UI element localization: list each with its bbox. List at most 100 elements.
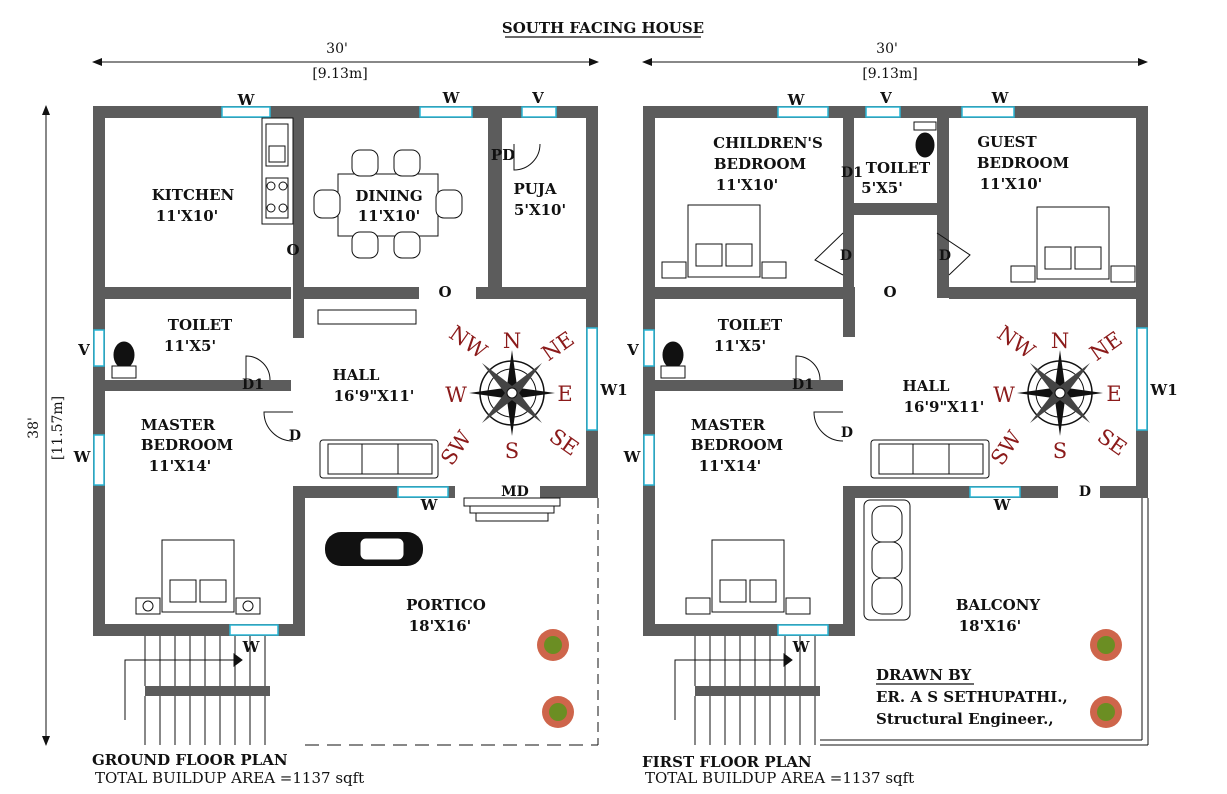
width-m-label: [9.13m] — [862, 66, 917, 82]
ground-opening-labels: W W V PD O O V D1 D W W1 W MD W — [73, 89, 628, 656]
balcony-boundary — [820, 498, 1149, 746]
engineer-role: Structural Engineer., — [876, 710, 1054, 728]
window1-label: W1 — [1149, 381, 1177, 399]
ground-floor-plan: KITCHEN 11'X10' DINING 11'X10' PUJA 5'X1… — [73, 89, 628, 787]
compass-se: SE — [545, 424, 583, 461]
toilet-size: 11'X5' — [164, 337, 216, 355]
door1-label: D1 — [841, 165, 863, 181]
hall-label: HALL — [333, 366, 380, 384]
ground-master-bed — [135, 539, 261, 615]
bedroom-door-swing — [263, 411, 294, 442]
ventilator-label: V — [77, 341, 90, 359]
first-sofa — [870, 439, 990, 479]
children-size: 11'X10' — [716, 176, 779, 194]
engineer-name: ER. A S SETHUPATHI., — [876, 688, 1068, 706]
window-label: W — [442, 89, 461, 107]
master-label: MASTER — [691, 416, 766, 434]
first-area: TOTAL BUILDUP AREA =1137 sqft — [645, 769, 914, 787]
kitchen-label: KITCHEN — [152, 186, 235, 204]
guest-bedroom-label: BEDROOM — [977, 154, 1069, 172]
children-bed — [661, 204, 787, 279]
window-label: W — [242, 638, 261, 656]
portico-size: 18'X16' — [409, 617, 472, 635]
drawn-by-heading: DRAWN BY — [876, 666, 972, 684]
kitchen-size: 11'X10' — [156, 207, 219, 225]
main-door-label: MD — [501, 484, 529, 500]
compass-n: N — [503, 329, 521, 353]
door-label: D — [840, 248, 852, 264]
ground-room-labels: KITCHEN 11'X10' DINING 11'X10' PUJA 5'X1… — [141, 180, 566, 635]
compass-nw: NW — [445, 321, 492, 364]
ground-windows — [93, 106, 598, 636]
window-label: W — [792, 638, 811, 656]
tv-unit — [317, 309, 417, 325]
plant-icon — [537, 629, 574, 728]
guest-size: 11'X10' — [980, 175, 1043, 193]
window-label: W — [420, 496, 439, 514]
guest-label: GUEST — [977, 133, 1037, 151]
compass-se: SE — [1093, 424, 1131, 461]
ground-area: TOTAL BUILDUP AREA =1137 sqft — [95, 769, 364, 787]
hall-size: 16'9"X11' — [904, 398, 985, 416]
compass-sw: SW — [436, 426, 477, 470]
main-door-steps — [463, 497, 561, 522]
ventilator-label: V — [531, 89, 544, 107]
balcony-seating — [863, 499, 911, 621]
puja-door-swing — [513, 143, 541, 171]
window-label: W — [237, 91, 256, 109]
ventilator-label: V — [626, 341, 639, 359]
door-label: D — [841, 425, 853, 441]
toilet-label: TOILET — [718, 316, 783, 334]
compass-n: N — [1051, 329, 1069, 353]
first-small-toilet-wc — [913, 121, 937, 158]
toilet-size: 11'X5' — [714, 337, 766, 355]
window-label: W — [623, 448, 642, 466]
ventilator-label: V — [879, 89, 892, 107]
bedroom-label: BEDROOM — [141, 436, 233, 454]
depth-m-label: [11.57m] — [50, 396, 66, 460]
door-label: D — [939, 248, 951, 264]
opening-label: O — [438, 283, 451, 301]
bedroom-label: BEDROOM — [691, 436, 783, 454]
first-room-labels: CHILDREN'S BEDROOM 11'X10' TOILET 5'X5' … — [691, 133, 1069, 635]
puja-label: PUJA — [513, 180, 556, 198]
portico-label: PORTICO — [406, 596, 486, 614]
opening-label: O — [286, 241, 299, 259]
door-label: D — [289, 428, 301, 444]
door1-label: D1 — [242, 377, 264, 393]
dining-label: DINING — [355, 187, 422, 205]
first-toilet-wc — [660, 341, 686, 379]
first-staircase — [674, 636, 820, 745]
compass-ne: NE — [1085, 327, 1126, 366]
portico-boundary — [305, 498, 599, 746]
compass-e: E — [557, 382, 572, 406]
ground-sofa — [319, 439, 439, 479]
first-plan-title: FIRST FLOOR PLAN — [642, 753, 812, 771]
children-door-swing — [814, 232, 844, 276]
balcony-size: 18'X16' — [959, 617, 1022, 635]
first-opening-labels: W V W D1 D D O V D1 D W W1 W D W — [623, 89, 1178, 656]
ground-plan-title: GROUND FLOOR PLAN — [92, 751, 288, 769]
first-floor-plan: CHILDREN'S BEDROOM 11'X10' TOILET 5'X5' … — [623, 89, 1178, 787]
dimension-width-first: 30' [9.13m] — [642, 41, 1148, 82]
depth-ft-label: 38' — [26, 417, 42, 439]
bedroom-door-swing — [813, 411, 844, 442]
children-label: CHILDREN'S — [713, 134, 823, 152]
car-icon — [325, 532, 423, 566]
small-toilet-size: 5'X5' — [861, 179, 903, 197]
master-size: 11'X14' — [149, 457, 212, 475]
master-label: MASTER — [141, 416, 216, 434]
compass-w: W — [445, 383, 467, 407]
children-bedroom-label: BEDROOM — [714, 155, 806, 173]
dimension-width-ground: 30' [9.13m] — [92, 41, 599, 82]
compass-e: E — [1106, 382, 1121, 406]
toilet-door-swing — [245, 355, 271, 381]
dining-size: 11'X10' — [358, 207, 421, 225]
dining-table — [313, 149, 463, 259]
window1-label: W1 — [599, 381, 627, 399]
puja-size: 5'X10' — [514, 201, 566, 219]
guest-door-swing — [936, 232, 971, 276]
width-m-label: [9.13m] — [312, 66, 367, 82]
plant-icon — [1090, 629, 1122, 728]
